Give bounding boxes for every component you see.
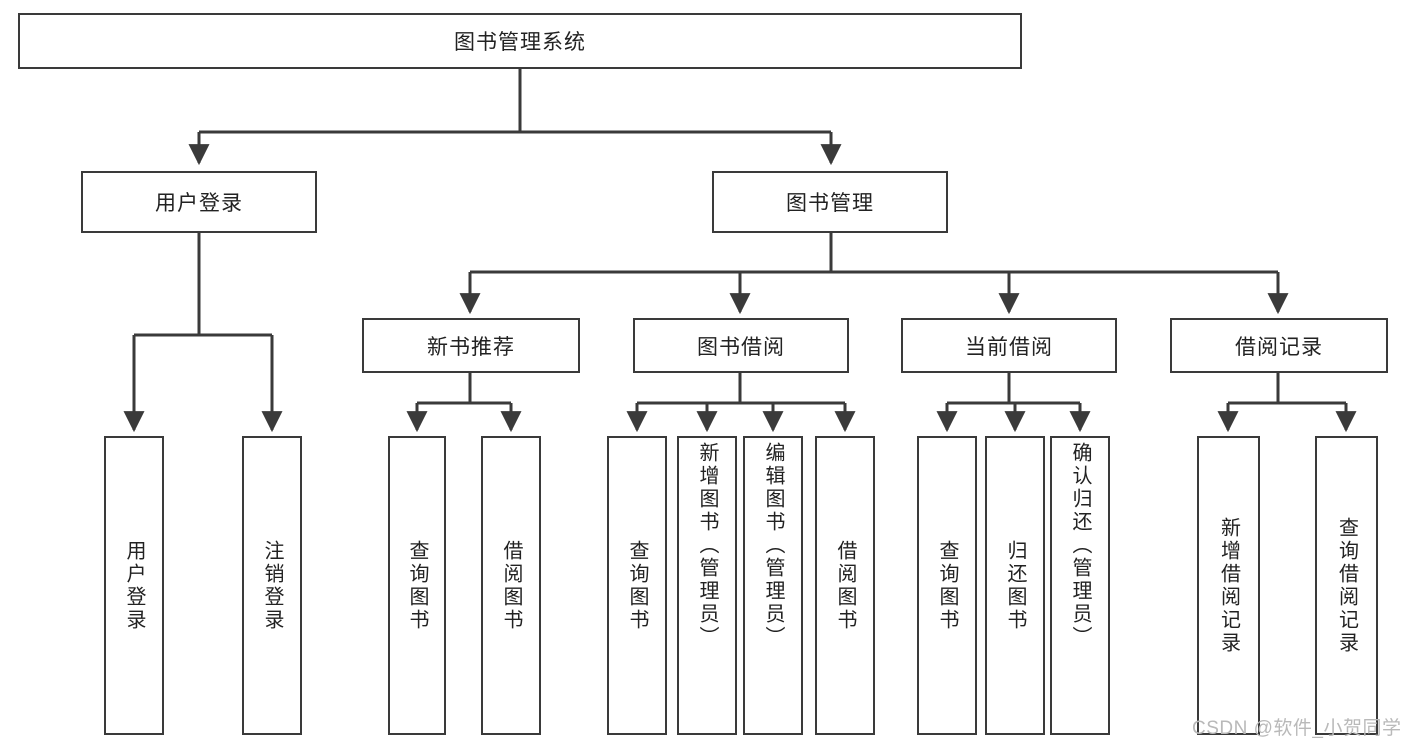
leaf-add-borrow-record-label: 新增借阅记录 (1217, 516, 1240, 655)
leaf-user-login[interactable]: 用户登录 (104, 436, 164, 735)
node-root[interactable]: 图书管理系统 (18, 13, 1022, 69)
leaf-edit-book-admin-label: 编辑图书（管理员） (762, 442, 784, 649)
node-book-management-label: 图书管理 (786, 192, 874, 215)
node-borrow-records-label: 借阅记录 (1235, 335, 1323, 359)
leaf-query-books-newbooks[interactable]: 查询图书 (388, 436, 446, 735)
leaf-borrow-books-borrow-label: 借阅图书 (834, 539, 856, 632)
leaf-return-books-label: 归还图书 (1004, 539, 1026, 632)
leaf-borrow-books-newbooks-label: 借阅图书 (500, 539, 522, 632)
csdn-watermark: CSDN @软件_小贺同学 (1192, 718, 1402, 739)
node-book-borrow[interactable]: 图书借阅 (633, 318, 849, 373)
node-user-login-label: 用户登录 (155, 192, 243, 215)
leaf-logout[interactable]: 注销登录 (242, 436, 302, 735)
leaf-query-books-newbooks-label: 查询图书 (406, 539, 428, 632)
leaf-edit-book-admin[interactable]: 编辑图书（管理员） (743, 436, 803, 735)
leaf-query-borrow-record-label: 查询借阅记录 (1335, 516, 1358, 655)
node-new-book-recommend-label: 新书推荐 (427, 335, 515, 359)
node-borrow-records[interactable]: 借阅记录 (1170, 318, 1388, 373)
leaf-borrow-books-newbooks[interactable]: 借阅图书 (481, 436, 541, 735)
leaf-query-books-borrow[interactable]: 查询图书 (607, 436, 667, 735)
leaf-return-books[interactable]: 归还图书 (985, 436, 1045, 735)
leaf-add-book-admin[interactable]: 新增图书（管理员） (677, 436, 737, 735)
node-current-borrow[interactable]: 当前借阅 (901, 318, 1117, 373)
leaf-add-borrow-record[interactable]: 新增借阅记录 (1197, 436, 1260, 735)
leaf-query-books-current[interactable]: 查询图书 (917, 436, 977, 735)
leaf-borrow-books-borrow[interactable]: 借阅图书 (815, 436, 875, 735)
node-root-label: 图书管理系统 (454, 31, 586, 54)
leaf-user-login-label: 用户登录 (123, 539, 145, 632)
leaf-confirm-return-admin-label: 确认归还（管理员） (1069, 442, 1091, 649)
node-user-login[interactable]: 用户登录 (81, 171, 317, 233)
node-book-management[interactable]: 图书管理 (712, 171, 948, 233)
node-new-book-recommend[interactable]: 新书推荐 (362, 318, 580, 373)
leaf-logout-label: 注销登录 (261, 539, 283, 632)
leaf-query-books-borrow-label: 查询图书 (626, 539, 648, 632)
node-current-borrow-label: 当前借阅 (965, 335, 1053, 359)
leaf-confirm-return-admin[interactable]: 确认归还（管理员） (1050, 436, 1110, 735)
leaf-query-borrow-record[interactable]: 查询借阅记录 (1315, 436, 1378, 735)
leaf-add-book-admin-label: 新增图书（管理员） (696, 442, 718, 649)
leaf-query-books-current-label: 查询图书 (936, 539, 958, 632)
node-book-borrow-label: 图书借阅 (697, 335, 785, 359)
